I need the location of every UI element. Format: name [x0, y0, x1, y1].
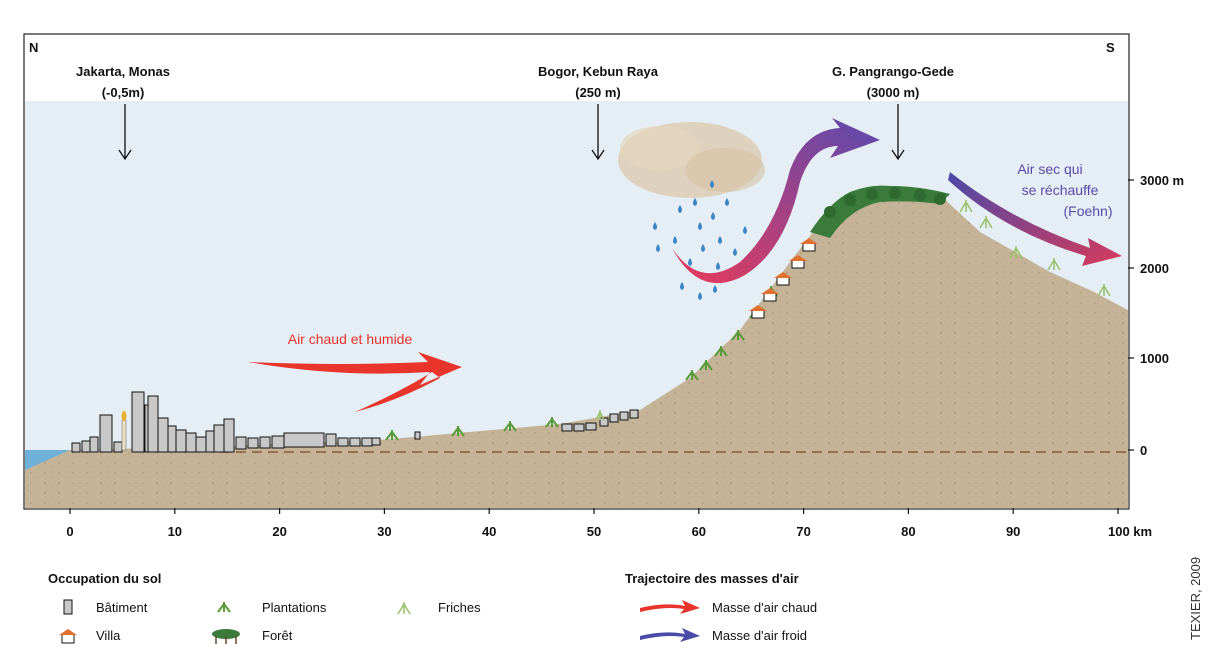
distance-tick-label: 90: [1006, 524, 1020, 539]
altitude-tick-2000: 2000: [1140, 261, 1169, 276]
location-pointers: [118, 104, 905, 161]
north-label: N: [29, 40, 38, 55]
warm-air-arrow: [248, 352, 462, 412]
plantation-icon: [217, 602, 231, 613]
distance-tick-label: 20: [272, 524, 286, 539]
distance-axis-ticks: [69, 508, 1119, 514]
city-buildings: [71, 391, 639, 453]
altitude-tick-3000: 3000 m: [1140, 173, 1184, 188]
warm-humid-air-label: Air chaud et humide: [288, 331, 413, 347]
legend-villa: Villa: [96, 628, 121, 643]
pangrango-altitude: (3000 m): [867, 85, 920, 100]
south-label: S: [1106, 40, 1115, 55]
foehn-air-arrow: [948, 172, 1122, 266]
pangrango-name: G. Pangrango-Gede: [832, 64, 954, 79]
building-icon: [63, 599, 73, 615]
distance-tick-label: 10: [168, 524, 182, 539]
forest-icon: [212, 629, 240, 644]
jakarta-altitude: (-0,5m): [102, 85, 145, 100]
cold-air-legend-arrow-icon: [640, 628, 700, 642]
rising-air-arrow: [672, 118, 880, 284]
distance-tick-label: 50: [587, 524, 601, 539]
fallow-icon: [397, 602, 411, 615]
altitude-tick-1000: 1000: [1140, 351, 1169, 366]
jakarta-name: Jakarta, Monas: [76, 64, 170, 79]
distance-tick-label: 0: [66, 524, 73, 539]
legend-forest: Forêt: [262, 628, 293, 643]
villas-on-slope: [749, 238, 818, 319]
rain-drops: [653, 180, 747, 300]
legend-warm-air: Masse d'air chaud: [712, 600, 817, 615]
bogor-name: Bogor, Kebun Raya: [538, 64, 659, 79]
legend-air-title: Trajectoire des masses d'air: [625, 571, 799, 586]
foehn-label-line2: se réchauffe: [1022, 182, 1099, 198]
distance-tick-label: 60: [692, 524, 706, 539]
distance-axis-labels: 0 10 20 30 40 50 60 70 80 90 100 km: [66, 524, 1152, 539]
distance-tick-label: 100 km: [1108, 524, 1152, 539]
credit-text: TEXIER, 2009: [1188, 557, 1203, 640]
altitude-tick-0: 0: [1140, 443, 1147, 458]
distance-tick-label: 30: [377, 524, 391, 539]
foehn-label-line3: (Foehn): [1063, 203, 1112, 219]
foehn-label-line1: Air sec qui: [1017, 161, 1082, 177]
legend-building: Bâtiment: [96, 600, 148, 615]
warm-air-legend-arrow-icon: [640, 600, 700, 614]
distance-tick-label: 40: [482, 524, 496, 539]
legend-land-title: Occupation du sol: [48, 571, 161, 586]
legend-plantations: Plantations: [262, 600, 327, 615]
monas-monument: [121, 411, 127, 451]
villa-icon: [59, 629, 77, 644]
bogor-altitude: (250 m): [575, 85, 621, 100]
fallow-vegetation: [595, 200, 1111, 421]
legend-cold-air: Masse d'air froid: [712, 628, 807, 643]
forest-canopy: [810, 185, 950, 238]
terrain-texture: [25, 186, 1128, 508]
distance-tick-label: 70: [796, 524, 810, 539]
altitude-axis-ticks: [1128, 179, 1134, 451]
legend-fallow: Friches: [438, 600, 481, 615]
distance-tick-label: 80: [901, 524, 915, 539]
